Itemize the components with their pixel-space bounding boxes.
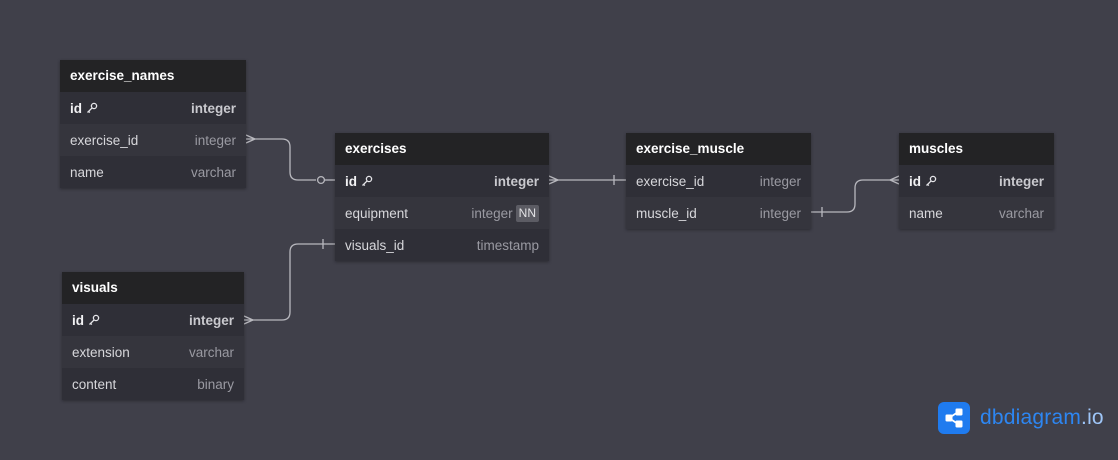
field-type: integer: [471, 205, 513, 221]
field-type: varchar: [188, 344, 234, 360]
field-row-id[interactable]: id integer: [62, 304, 244, 336]
field-name: extension: [72, 344, 130, 360]
table-header[interactable]: muscles: [899, 133, 1054, 165]
relation-exercises-exercise-muscle[interactable]: [548, 175, 626, 185]
field-name: id: [345, 173, 357, 189]
field-row-equipment[interactable]: equipment integer NN: [335, 197, 549, 229]
field-type: timestamp: [476, 237, 539, 253]
table-header[interactable]: exercise_muscle: [626, 133, 811, 165]
field-row-name[interactable]: name varchar: [60, 156, 246, 188]
table-exercises[interactable]: exercises id integer equipment integer N…: [335, 133, 549, 261]
field-row-id[interactable]: id integer: [899, 165, 1054, 197]
field-name: id: [909, 173, 921, 189]
field-name: equipment: [345, 205, 409, 221]
brand-name: dbdiagram.io: [980, 406, 1104, 429]
field-name: name: [909, 205, 943, 221]
field-type: integer: [998, 173, 1044, 189]
table-header[interactable]: visuals: [62, 272, 244, 304]
share-nodes-icon: [938, 402, 970, 434]
field-row-exercise-id[interactable]: exercise_id integer: [60, 124, 246, 156]
relation-exercise-names-exercises[interactable]: [245, 134, 335, 185]
field-type: integer: [194, 132, 236, 148]
field-type: varchar: [998, 205, 1044, 221]
table-exercise-muscle[interactable]: exercise_muscle exercise_id integer musc…: [626, 133, 811, 229]
field-type: integer: [759, 173, 801, 189]
field-name: id: [72, 312, 84, 328]
field-row-extension[interactable]: extension varchar: [62, 336, 244, 368]
table-muscles[interactable]: muscles id integer name varchar: [899, 133, 1054, 229]
table-header[interactable]: exercise_names: [60, 60, 246, 92]
relation-exercise-muscle-muscles[interactable]: [811, 175, 900, 217]
key-icon: [87, 102, 98, 114]
relation-visuals-exercises[interactable]: [243, 239, 335, 325]
key-icon: [362, 175, 373, 187]
field-type: integer: [759, 205, 801, 221]
field-name: visuals_id: [345, 237, 405, 253]
key-icon: [926, 175, 937, 187]
not-null-badge: NN: [515, 204, 539, 222]
field-row-content[interactable]: content binary: [62, 368, 244, 400]
field-type: integer: [188, 312, 234, 328]
field-name: content: [72, 376, 117, 392]
field-row-id[interactable]: id integer: [335, 165, 549, 197]
field-name: muscle_id: [636, 205, 697, 221]
field-row-id[interactable]: id integer: [60, 92, 246, 124]
field-name: exercise_id: [636, 173, 705, 189]
field-row-exercise-id[interactable]: exercise_id integer: [626, 165, 811, 197]
table-header[interactable]: exercises: [335, 133, 549, 165]
field-type: integer: [493, 173, 539, 189]
field-type: integer: [190, 100, 236, 116]
dbdiagram-brand[interactable]: dbdiagram.io: [938, 402, 1104, 434]
field-name: id: [70, 100, 82, 116]
key-icon: [89, 314, 100, 326]
field-name: name: [70, 164, 104, 180]
table-exercise-names[interactable]: exercise_names id integer exercise_id in…: [60, 60, 246, 188]
field-type: varchar: [190, 164, 236, 180]
field-name: exercise_id: [70, 132, 139, 148]
field-row-name[interactable]: name varchar: [899, 197, 1054, 229]
field-type: binary: [197, 376, 234, 392]
table-visuals[interactable]: visuals id integer extension varchar con…: [62, 272, 244, 400]
field-row-muscle-id[interactable]: muscle_id integer: [626, 197, 811, 229]
field-row-visuals-id[interactable]: visuals_id timestamp: [335, 229, 549, 261]
